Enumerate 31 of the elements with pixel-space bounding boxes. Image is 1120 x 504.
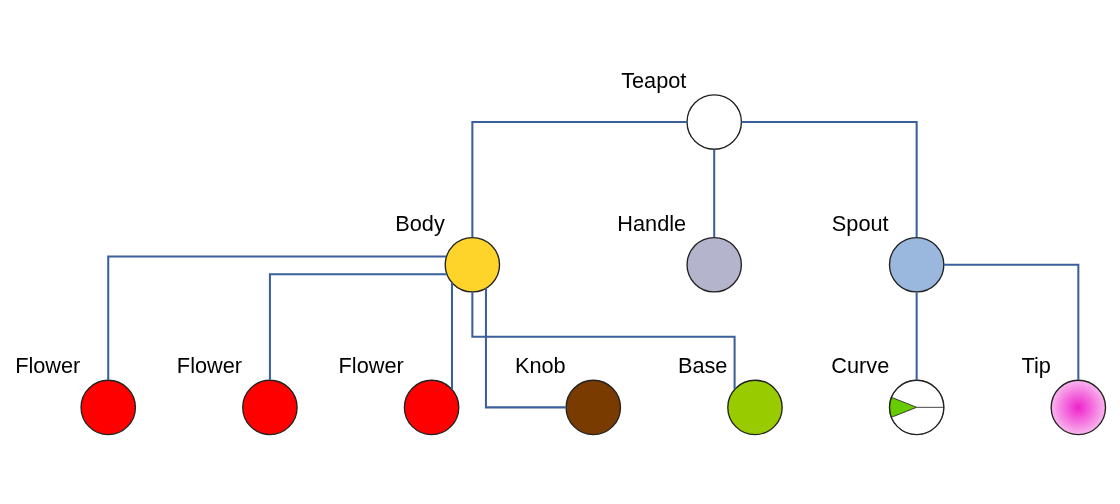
connector bbox=[450, 282, 453, 389]
node-circle bbox=[888, 236, 945, 293]
connector bbox=[915, 291, 918, 380]
connector bbox=[471, 120, 687, 237]
node-label: Body bbox=[395, 209, 445, 235]
node-circle bbox=[80, 379, 137, 435]
connector bbox=[944, 263, 1080, 380]
node-circle bbox=[686, 236, 743, 293]
node-circle bbox=[727, 379, 783, 435]
node-label: Teapot bbox=[621, 67, 687, 93]
node-circle bbox=[686, 93, 743, 150]
node-label: Knob bbox=[514, 352, 566, 378]
node-label: Flower bbox=[15, 352, 81, 378]
node-label: Flower bbox=[176, 352, 243, 378]
node-circle bbox=[565, 379, 622, 435]
node-circle bbox=[242, 379, 298, 435]
connector bbox=[268, 272, 447, 380]
node-label: Curve bbox=[831, 352, 890, 378]
node-label: Tip bbox=[1021, 352, 1051, 378]
node-label: Handle bbox=[617, 209, 687, 235]
connector bbox=[713, 149, 716, 237]
node-label: Flower bbox=[338, 352, 404, 378]
node-circle bbox=[1050, 379, 1107, 435]
node-circle bbox=[444, 236, 501, 293]
node-label: Base bbox=[677, 352, 728, 378]
node-circle bbox=[403, 379, 460, 435]
connector bbox=[471, 291, 736, 389]
connector bbox=[484, 287, 566, 408]
node-label: Spout bbox=[831, 209, 889, 235]
connector bbox=[741, 120, 918, 237]
connector bbox=[107, 255, 447, 380]
